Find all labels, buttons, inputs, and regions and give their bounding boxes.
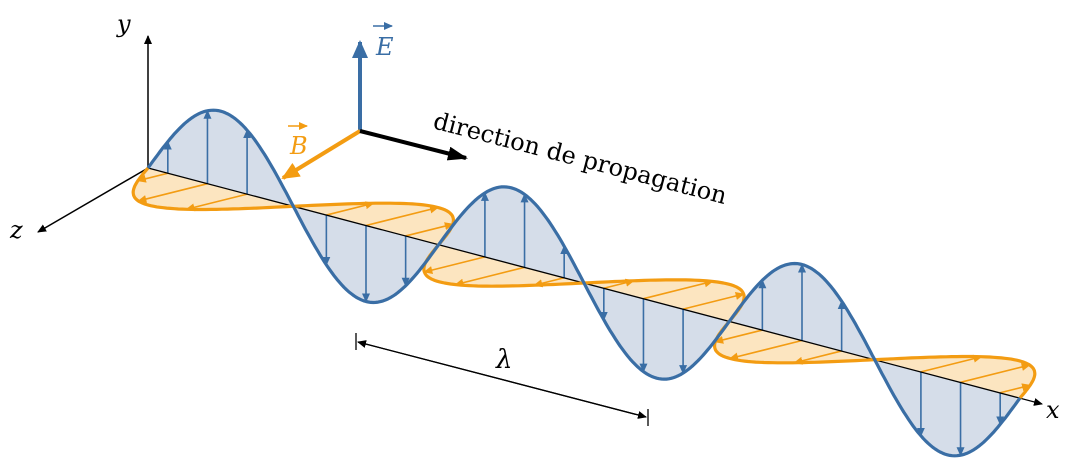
- wavelength-marker: λ: [355, 333, 649, 426]
- e-wave-line: [146, 108, 1022, 458]
- b-field-arrow: [793, 350, 842, 365]
- z-axis-label: z: [9, 216, 23, 244]
- b-field-arrow: [960, 363, 1031, 384]
- b-field-arrow: [920, 354, 983, 373]
- wavelength-label: λ: [495, 345, 512, 375]
- b-field-arrow: [729, 339, 803, 361]
- b-field-arrow: [137, 182, 208, 203]
- z-axis-line: [37, 167, 149, 233]
- b-label-text: B: [289, 132, 308, 160]
- y-axis-label: y: [116, 10, 131, 38]
- e-label-text: E: [375, 33, 394, 61]
- propagation-arrow: [359, 129, 468, 161]
- e-wave-curve: [146, 108, 1022, 458]
- b-field-arrows: [136, 172, 1032, 394]
- x-axis-label: x: [1046, 396, 1060, 424]
- e-field-arrows: [163, 109, 1005, 457]
- b-field-arrow: [405, 222, 454, 237]
- b-field-arrow: [326, 201, 375, 216]
- b-field-arrow: [185, 193, 248, 212]
- propagation-label: direction de propagation: [430, 107, 729, 210]
- b-vector-label: B: [288, 122, 308, 160]
- b-field-arrow: [682, 292, 745, 310]
- b-field-arrow: [423, 256, 486, 274]
- b-field-arrow: [999, 383, 1032, 394]
- b-vector-arrow: [281, 129, 362, 180]
- b-field-arrow: [643, 279, 714, 300]
- e-vector-label: E: [373, 22, 394, 61]
- b-field-arrow: [136, 172, 169, 183]
- x-axis-line: [147, 167, 1043, 406]
- b-field-arrow: [365, 205, 439, 227]
- b-field-arrow: [454, 266, 525, 287]
- b-field-arrow: [714, 329, 763, 344]
